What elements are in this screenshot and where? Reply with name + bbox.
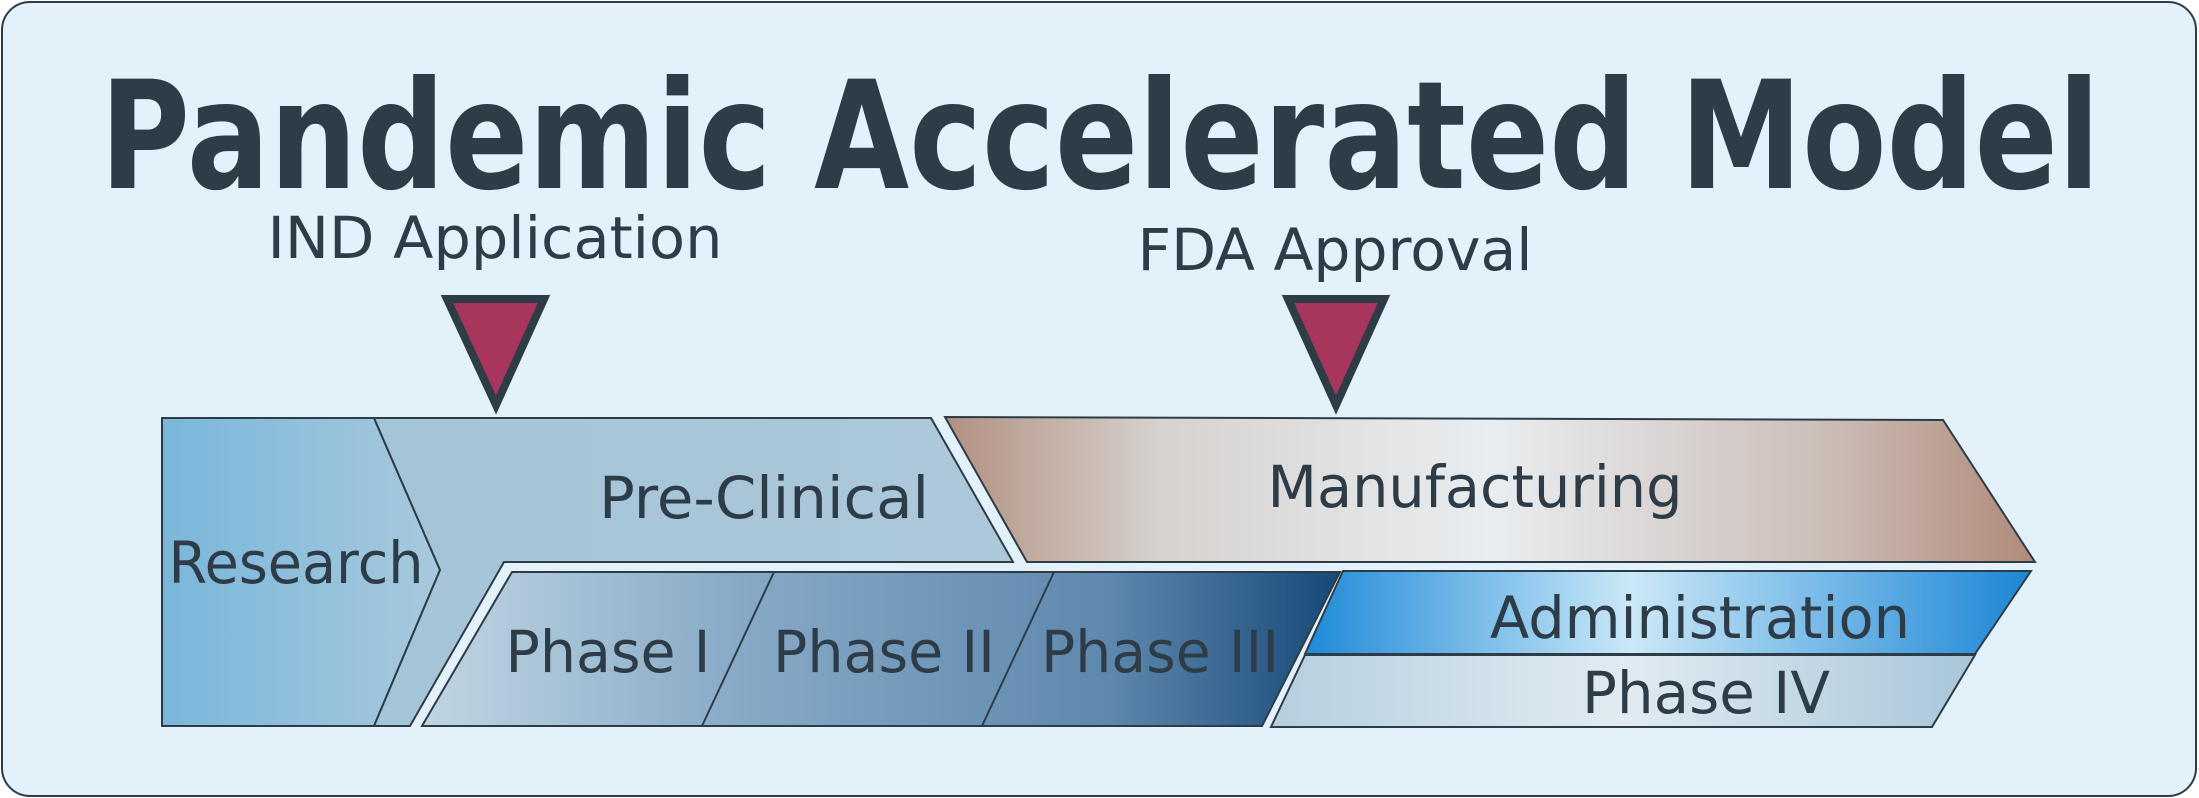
clinical-phases-band [420,571,1342,727]
administration-label: Administration [1490,584,1910,652]
preclinical-stage [372,417,1015,727]
phase-1-label: Phase I [506,618,711,686]
phase-3-label: Phase III [1041,618,1279,686]
phase-4-stage [1269,654,1977,728]
milestone-label-ind-application: IND Application [268,204,723,272]
diagram-title: Pandemic Accelerated Model [100,50,2100,224]
milestone-label-fda-approval: FDA Approval [1138,216,1533,284]
phase-4-label: Phase IV [1582,659,1830,727]
phase-divider [981,571,1055,727]
phase-2-label: Phase II [773,618,995,686]
phase-divider [701,571,775,727]
fda-approval-marker-icon [1281,295,1391,415]
manufacturing-label: Manufacturing [1268,453,1683,521]
preclinical-label: Pre-Clinical [599,464,929,532]
research-label: Research [169,529,424,597]
ind-application-marker-icon [440,295,551,415]
manufacturing-stage [943,415,2037,563]
